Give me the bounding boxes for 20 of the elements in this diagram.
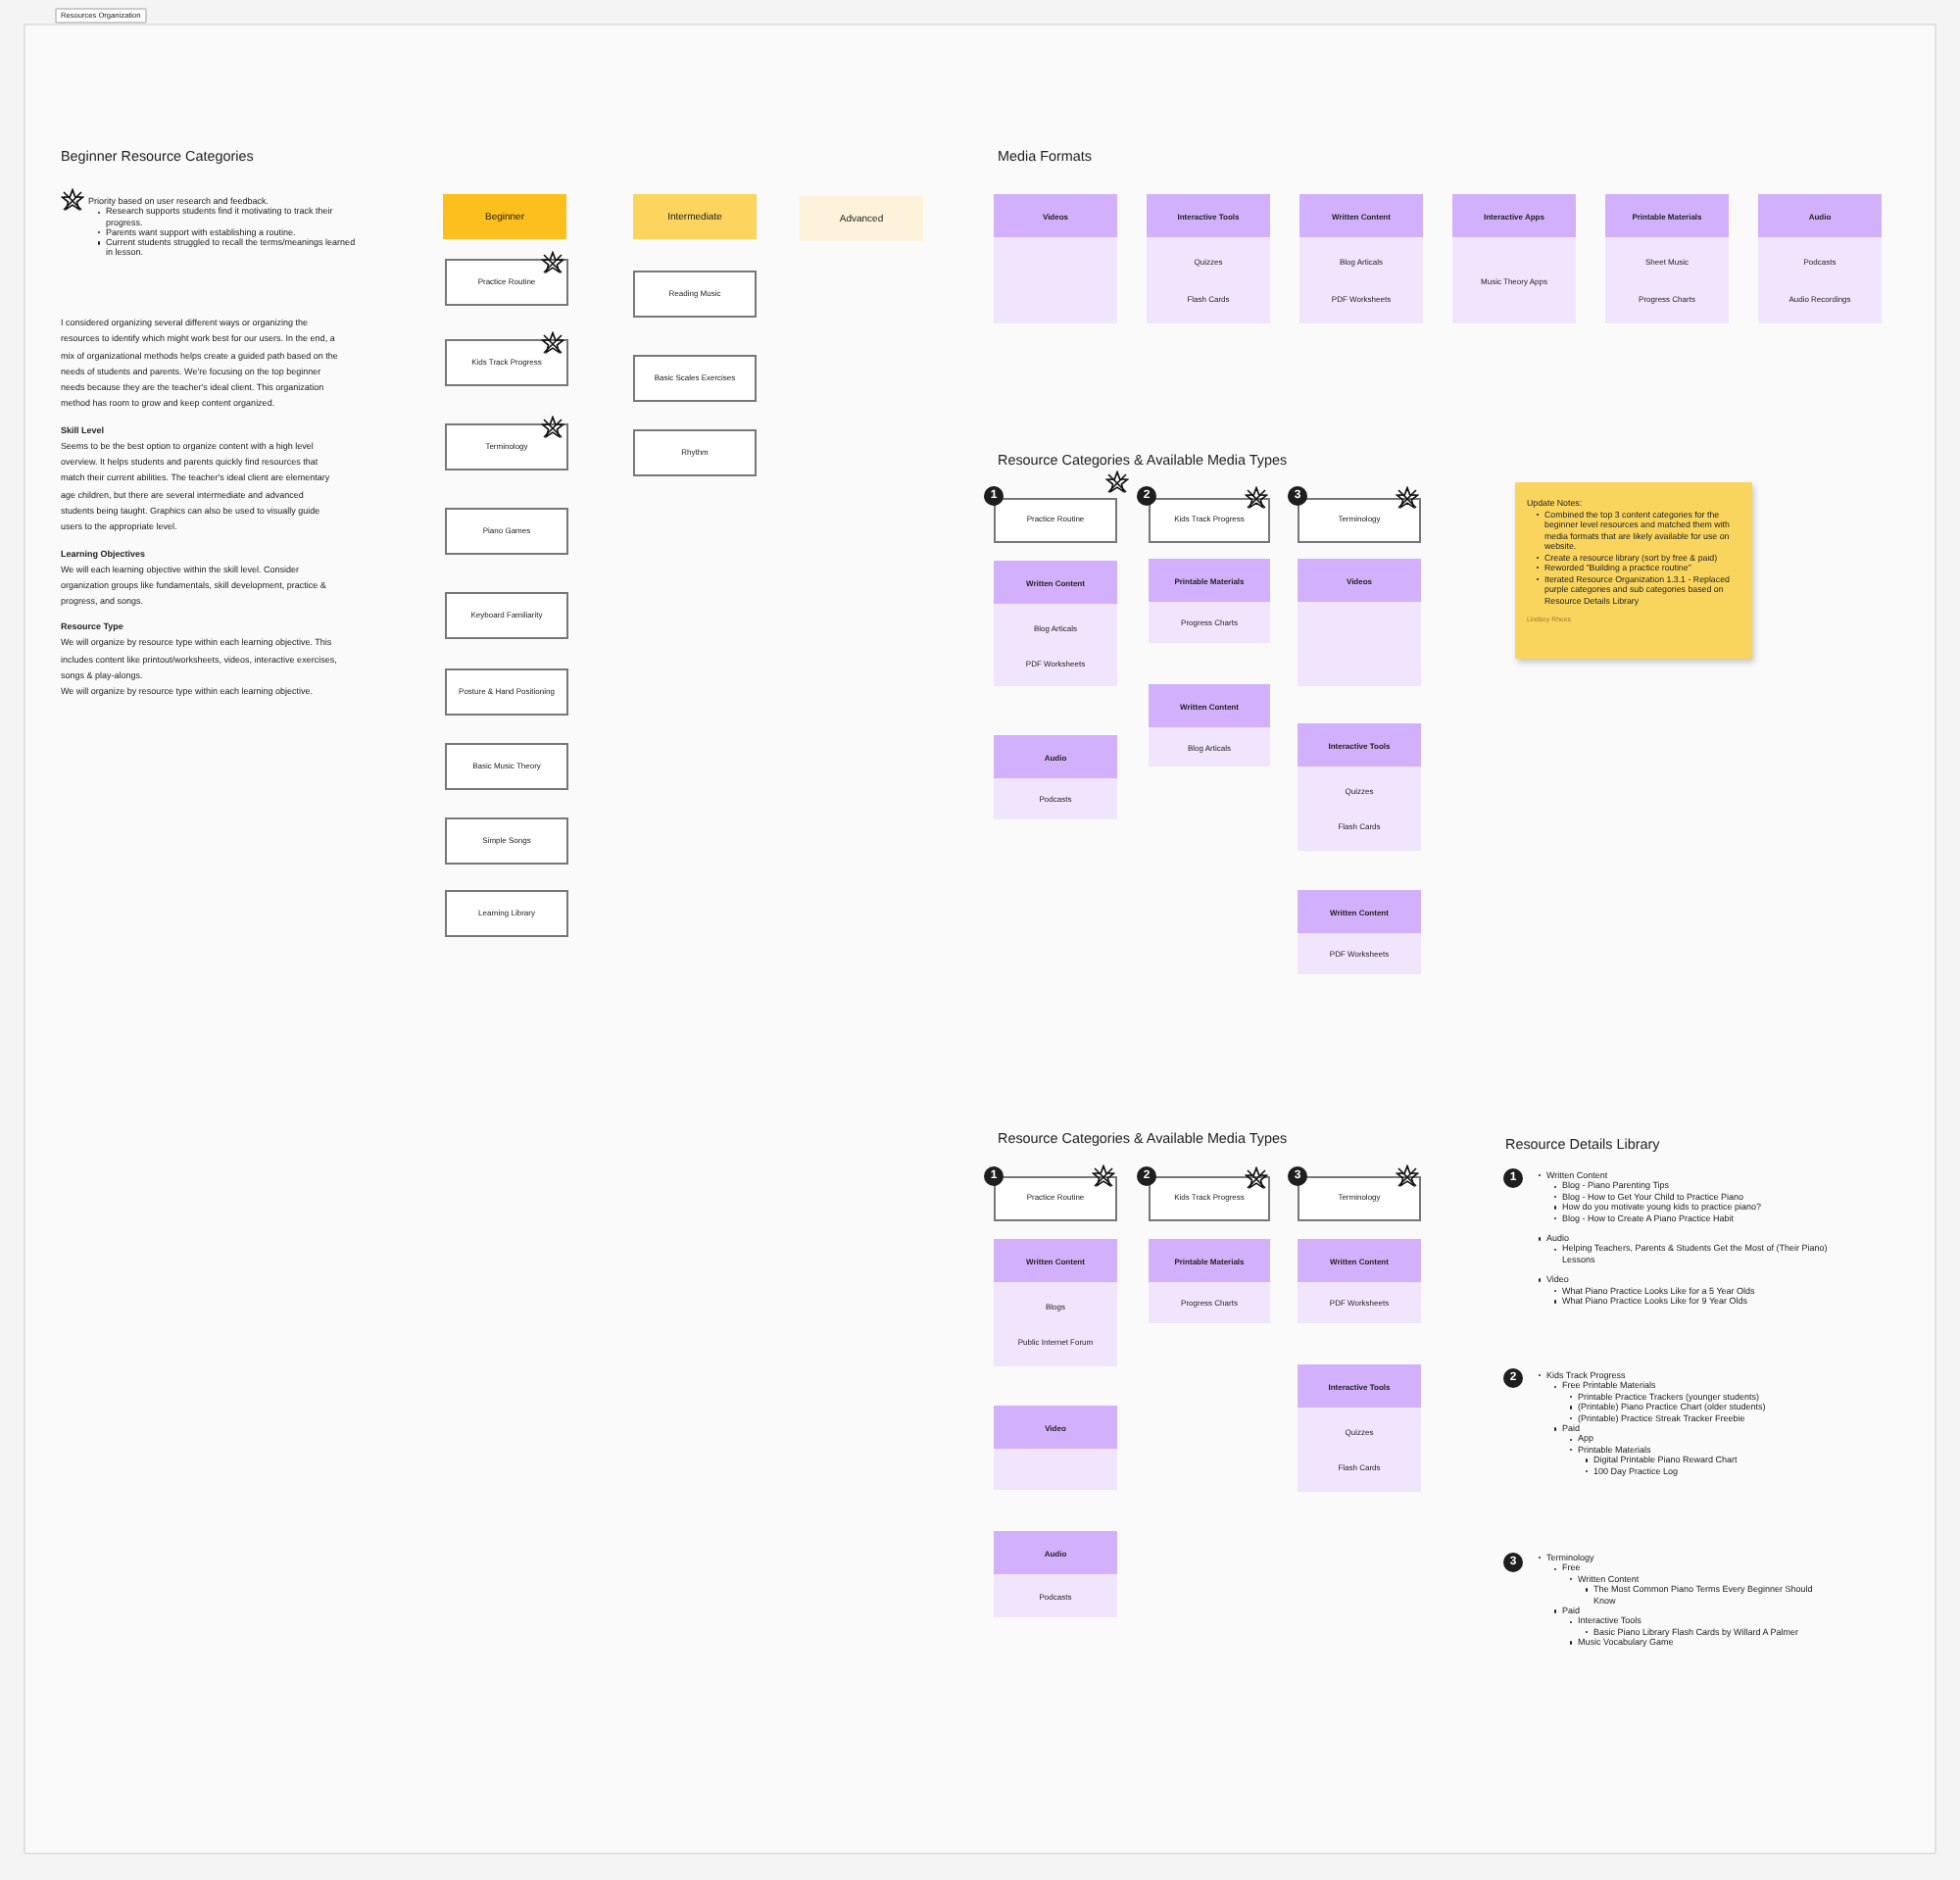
media-card — [1605, 194, 1729, 323]
media-card — [1149, 684, 1270, 767]
media-card — [994, 1239, 1117, 1366]
media-card — [994, 561, 1117, 686]
media-card — [1147, 194, 1270, 323]
media-card — [1299, 194, 1423, 323]
media-card — [1452, 194, 1576, 323]
media-card — [1149, 559, 1270, 643]
media-card — [1298, 723, 1421, 851]
media-card — [994, 735, 1117, 819]
media-card — [994, 1406, 1117, 1490]
media-card — [1298, 1364, 1421, 1492]
media-card — [994, 1531, 1117, 1617]
sticky-note — [1515, 482, 1752, 659]
media-card — [1149, 1239, 1270, 1323]
media-card — [1298, 890, 1421, 974]
media-card — [994, 194, 1117, 323]
media-card — [1758, 194, 1882, 323]
media-card — [1298, 1239, 1421, 1323]
media-card — [1298, 559, 1421, 686]
